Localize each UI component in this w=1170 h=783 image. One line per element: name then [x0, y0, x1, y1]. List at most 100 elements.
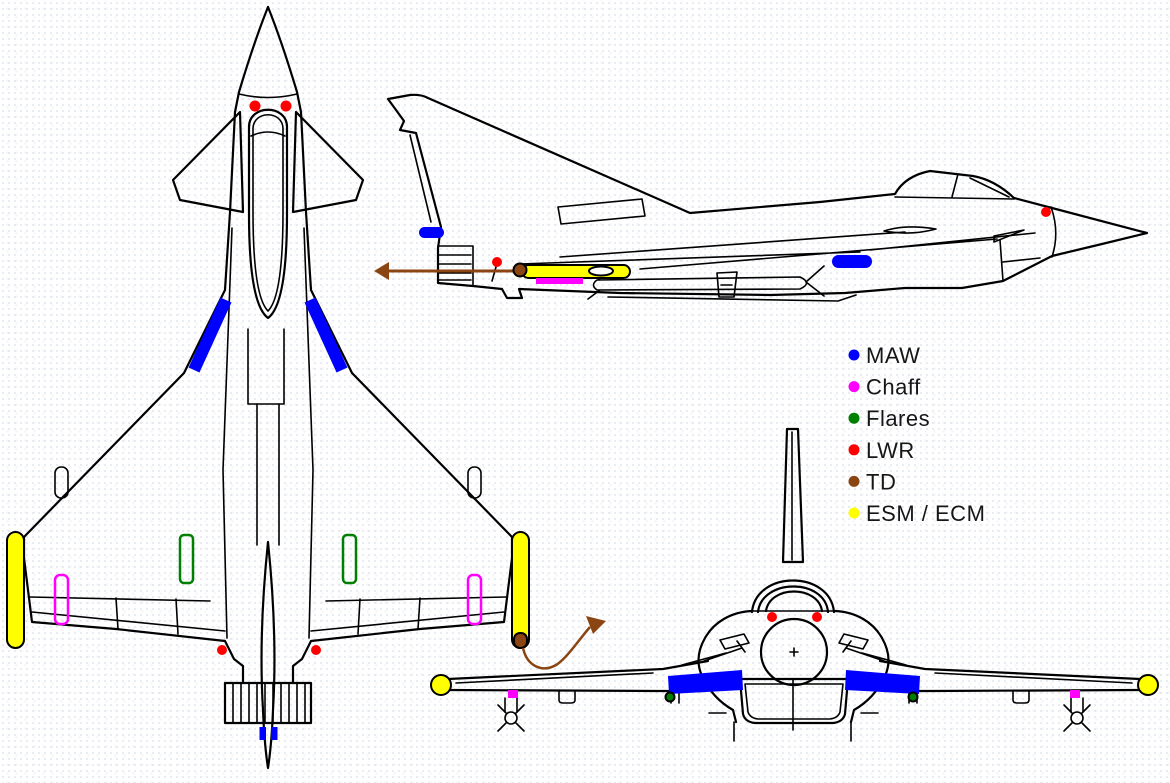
side-maw-forward	[832, 255, 872, 268]
top-chaff-dispenser-left	[53, 573, 70, 626]
top-view-radome-joint	[238, 93, 298, 99]
top-esm-wingtip-pod-right	[511, 531, 530, 649]
front-view-canard-vane	[838, 633, 869, 653]
front-view-missile-fins	[1063, 704, 1091, 732]
legend-dot-maw	[848, 349, 860, 361]
side-lwr-nose	[1041, 207, 1051, 217]
top-view	[22, 5, 514, 770]
top-chaff-dispenser-right	[466, 573, 483, 626]
top-view-nozzle-hatch	[232, 682, 306, 724]
legend-item-lwr: LWR	[848, 438, 915, 463]
front-view-outboard-pylon	[1070, 697, 1084, 713]
legend-label-lwr: LWR	[866, 438, 915, 463]
side-view-intake-front	[999, 239, 1041, 282]
top-td-pod-tip-right	[513, 632, 528, 649]
top-view-airbrake	[247, 328, 285, 405]
side-view-rudder-hinge	[409, 134, 432, 223]
side-chaff	[536, 278, 583, 284]
top-esm-wingtip-pod-left	[6, 531, 25, 649]
front-view-intake-inner	[744, 683, 844, 720]
front-chaff-left	[508, 690, 518, 698]
top-view-aileron-ticks	[357, 597, 421, 635]
top-view-canopy-inner	[252, 114, 284, 312]
top-view-wing-body-line	[303, 227, 314, 639]
legend-label-td: TD	[866, 469, 896, 494]
side-view-canopy-frame	[951, 173, 1010, 198]
top-td-tether	[521, 626, 591, 670]
front-maw-wingroot-left	[668, 670, 743, 694]
top-view-flap-hinge	[325, 596, 507, 602]
legend-item-maw: MAW	[848, 343, 920, 368]
top-lwr-tail-left	[217, 645, 227, 655]
top-view-hull-half	[266, 5, 514, 685]
g-detail	[266, 5, 514, 685]
front-view-fuselage-left	[697, 609, 754, 724]
side-view-canard-edge	[993, 229, 1025, 243]
legend-item-esm_ecm: ESM / ECM	[848, 501, 985, 526]
top-view-mirrored-half	[22, 5, 270, 685]
side-view-nozzle-hatch	[437, 245, 474, 287]
front-maw-wingroot-right	[845, 670, 920, 694]
top-maw-fintip-left	[259, 727, 266, 740]
side-view-wingroot-lines	[519, 231, 1036, 270]
front-view-fin	[781, 427, 805, 564]
top-td-tether-arrow	[586, 616, 606, 634]
side-td-body	[512, 262, 528, 278]
front-flares-right	[907, 691, 919, 703]
front-view-radome-circle	[759, 617, 829, 687]
side-view-hull	[386, 93, 1149, 300]
front-view-root-fairing	[845, 647, 907, 666]
front-view-missile-body	[1070, 711, 1084, 725]
dass-markers-layer	[6, 100, 1159, 740]
top-view-canopy-outer	[247, 108, 289, 320]
legend-dot-esm_ecm	[848, 507, 860, 519]
top-maw-wingroot-left	[188, 297, 232, 373]
side-esm-pod-window	[588, 265, 614, 277]
front-lwr-left	[767, 612, 777, 622]
side-td-arrow	[374, 262, 389, 280]
front-esm-wingtip-left	[430, 674, 452, 696]
front-view-mid-pylon	[1012, 690, 1030, 704]
legend-label-maw: MAW	[866, 343, 920, 368]
side-view-lwr-mount	[491, 266, 497, 282]
front-view	[446, 427, 1142, 742]
front-chaff-right	[1070, 690, 1080, 698]
top-maw-wingroot-right	[304, 297, 348, 373]
front-esm-wingtip-right	[1137, 674, 1159, 696]
top-flares-dispenser-right	[341, 533, 358, 585]
legend-label-flares: Flares	[866, 406, 930, 431]
front-view-canopy-arcs	[750, 579, 836, 614]
front-lwr-right	[812, 612, 822, 622]
side-view-radome-joint	[1050, 206, 1057, 258]
legend-label-esm_ecm: ESM / ECM	[866, 501, 985, 526]
top-lwr-nose-left	[249, 100, 261, 112]
side-maw-tail	[419, 227, 444, 238]
side-view-canopy-sill	[894, 196, 1015, 200]
side-view-fuselage-vent	[883, 226, 937, 234]
side-view-lower-store	[607, 294, 857, 302]
front-view-gear-doors	[733, 721, 852, 742]
front-view-wing-inner-line	[934, 672, 1133, 684]
top-view-nozzle-box	[223, 681, 313, 725]
top-maw-fintip-right	[271, 727, 278, 740]
legend-item-chaff: Chaff	[848, 375, 921, 400]
top-flares-dispenser-left	[178, 533, 195, 585]
top-view-fin-plan	[260, 540, 276, 770]
legend-dot-chaff	[848, 381, 860, 393]
side-view-fin-fairing	[557, 198, 646, 225]
legend-label-chaff: Chaff	[866, 375, 921, 400]
legend-dot-flares	[848, 412, 860, 424]
front-view-radome-cross	[789, 647, 799, 657]
top-view-canard	[291, 110, 365, 214]
front-view-fuselage-right	[833, 609, 890, 724]
top-lwr-nose-right	[280, 100, 292, 112]
legend-dot-lwr	[848, 444, 860, 456]
front-view-intake-outer	[738, 677, 850, 725]
front-flares-left	[664, 691, 676, 703]
legend-dot-td	[848, 475, 860, 487]
legend-item-td: TD	[848, 469, 896, 494]
top-view-missile-rail	[467, 466, 482, 499]
top-view-spine-lines	[256, 403, 280, 546]
